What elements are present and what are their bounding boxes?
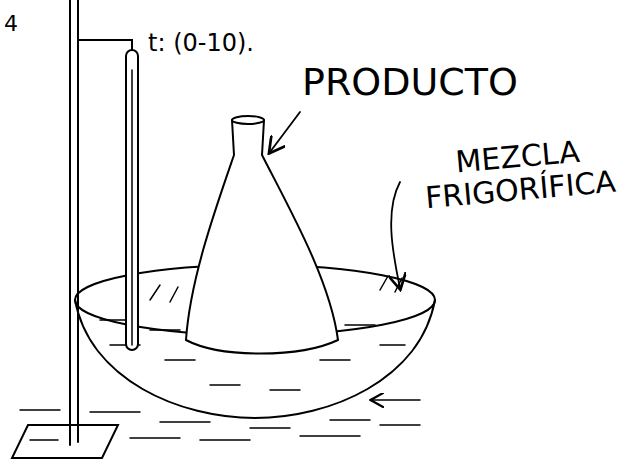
- freezing-mixture-label: MEZCLA FRIGORÍFICA: [403, 130, 634, 215]
- stand-rod: [69, 0, 71, 445]
- thermometer-column: [131, 70, 133, 345]
- thermometer-range: t: (0-10).: [148, 30, 254, 56]
- leader-arrow: [270, 112, 300, 152]
- stand-base: [12, 425, 118, 458]
- erlenmeyer-flask: [186, 120, 338, 354]
- clamp-arm: [78, 40, 132, 50]
- flask-mouth: [232, 116, 264, 124]
- thermometer: [126, 50, 138, 350]
- flow-arrow: [372, 399, 420, 401]
- leader-arrow: [391, 182, 400, 288]
- corner-fragment: 4: [4, 12, 18, 36]
- stand-rod: [77, 0, 79, 442]
- product-label: PRODUCTO: [302, 62, 518, 104]
